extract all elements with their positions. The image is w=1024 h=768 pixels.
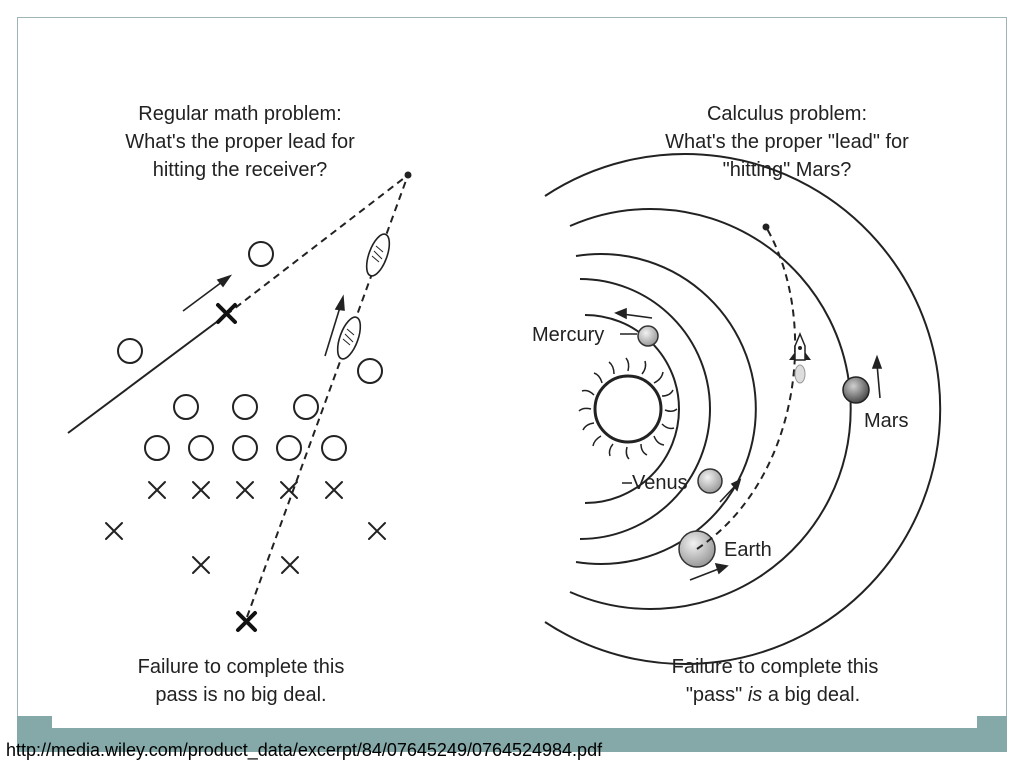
defender-o (232, 394, 258, 420)
target-point (404, 171, 412, 179)
left-question-line-2: What's the proper lead for (125, 131, 355, 153)
caption-word-rest: a big deal. (762, 684, 860, 706)
right-question-line-1: Calculus problem: (707, 103, 867, 125)
player-x (281, 556, 299, 574)
mars-planet (842, 376, 870, 404)
run-line (67, 314, 227, 434)
ball-arrow (324, 294, 345, 357)
defenders (117, 241, 383, 461)
mercury-orbit (584, 314, 680, 504)
left-caption-line-2: pass is no big deal. (155, 684, 326, 706)
defender-o (293, 394, 319, 420)
football-icon (365, 233, 391, 277)
lead-pass-line (225, 174, 409, 316)
player-x (325, 481, 343, 499)
earth-label: Earth (724, 539, 772, 561)
offense-players (105, 481, 386, 574)
right-question-line-2: What's the proper "lead" for (665, 131, 909, 153)
player-x (192, 556, 210, 574)
throw-line (246, 174, 409, 618)
sun-icon (578, 357, 678, 460)
orbits (544, 153, 942, 665)
defender-o (232, 435, 258, 461)
defender-o (144, 435, 170, 461)
venus-orbit (579, 278, 711, 540)
player-x (236, 481, 254, 499)
defender-o (173, 394, 199, 420)
footer-notch (52, 716, 977, 728)
player-x (148, 481, 166, 499)
right-caption-line-2: "pass" is a big deal. (686, 684, 860, 706)
mars-intercept-point (762, 223, 770, 231)
earth-orbit-inner (575, 253, 757, 565)
earth-orbit (569, 208, 852, 610)
left-caption-line-1: Failure to complete this (138, 656, 345, 678)
rocket-icon (789, 332, 811, 384)
player-x (192, 481, 210, 499)
earth-motion-arrow (689, 562, 729, 581)
receiver-arrow (182, 274, 233, 312)
mars-label: Mars (864, 410, 908, 432)
mercury-label: Mercury (532, 324, 604, 346)
right-caption-line-1: Failure to complete this (672, 656, 879, 678)
venus-motion-arrow (719, 478, 742, 503)
defender-o (248, 241, 274, 267)
rocket-trajectory (696, 226, 797, 550)
football-icon (336, 316, 362, 360)
caption-word-pass: "pass" (686, 684, 748, 706)
defender-o (188, 435, 214, 461)
mars-motion-arrow (871, 354, 883, 399)
player-x (105, 522, 123, 540)
defender-o (357, 358, 383, 384)
defender-o (321, 435, 347, 461)
mars-orbit (544, 153, 942, 665)
defender-o (117, 338, 143, 364)
mercury-planet (637, 325, 659, 347)
source-url[interactable]: http://media.wiley.com/product_data/exce… (6, 740, 603, 760)
left-panel: Regular math problem: What's the proper … (67, 103, 412, 706)
right-panel: Calculus problem: What's the proper "lea… (532, 103, 942, 706)
left-question-line-1: Regular math problem: (138, 103, 341, 125)
player-x (368, 522, 386, 540)
defender-o (276, 435, 302, 461)
venus-label: Venus (632, 472, 688, 494)
right-question-line-3: "hitting" Mars? (723, 159, 852, 181)
mercury-motion-arrow (614, 307, 653, 320)
slide-frame (17, 17, 1007, 752)
quarterback-x (236, 611, 257, 632)
left-question-line-3: hitting the receiver? (153, 159, 328, 181)
receiver-x (216, 303, 237, 324)
player-x (280, 481, 298, 499)
caption-word-is: is (748, 684, 762, 706)
venus-planet (697, 468, 723, 494)
